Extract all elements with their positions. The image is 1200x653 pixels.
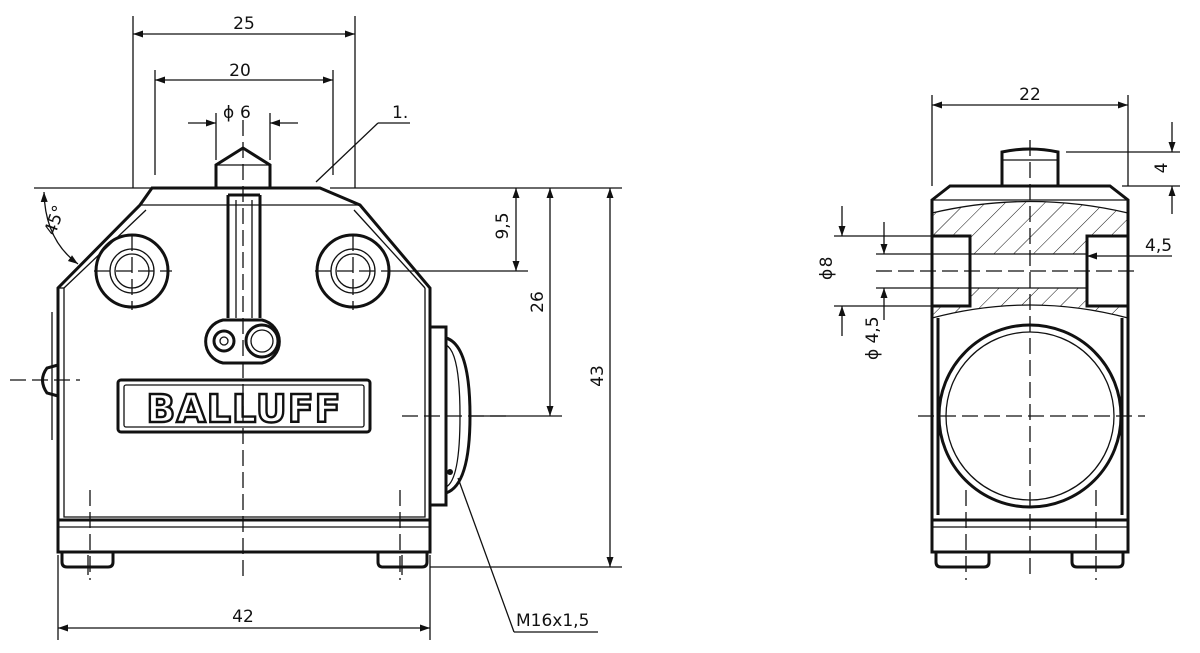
diameter-symbol-8: ϕ [817, 269, 837, 280]
diameter-symbol-4-5: ϕ [863, 349, 883, 360]
dim-26: 26 [528, 291, 548, 313]
dim-4-5-depth: 4,5 [1145, 236, 1172, 256]
dim-25: 25 [233, 14, 255, 34]
thread-label: M16x1,5 [516, 611, 589, 631]
front-view: BALLUFF [10, 120, 510, 580]
logo-text: BALLUFF [146, 387, 341, 431]
dim-42: 42 [232, 607, 254, 627]
housing-outline [56, 186, 432, 522]
dim-22: 22 [1019, 85, 1041, 105]
dim-9-5: 9,5 [493, 212, 513, 239]
dim-20: 20 [229, 61, 251, 81]
dim-6: 6 [240, 103, 251, 123]
dim-43: 43 [588, 365, 608, 387]
balluff-logo: BALLUFF [116, 378, 372, 434]
front-dimensions: 25 20 ϕ 6 1. 45° 9,5 26 4 [34, 14, 622, 640]
diameter-symbol: ϕ [223, 103, 234, 123]
side-view [876, 140, 1145, 580]
callout-1: 1. [392, 103, 408, 123]
dim-4: 4 [1152, 163, 1172, 174]
side-dimensions: 22 4 4,5 ϕ 8 ϕ 4,5 [817, 85, 1180, 360]
roller-link [204, 318, 281, 365]
dim-8: 8 [817, 257, 837, 268]
lever-slot [226, 193, 262, 318]
dim-4-5-diameter: 4,5 [863, 316, 883, 343]
base-plate [56, 518, 432, 554]
